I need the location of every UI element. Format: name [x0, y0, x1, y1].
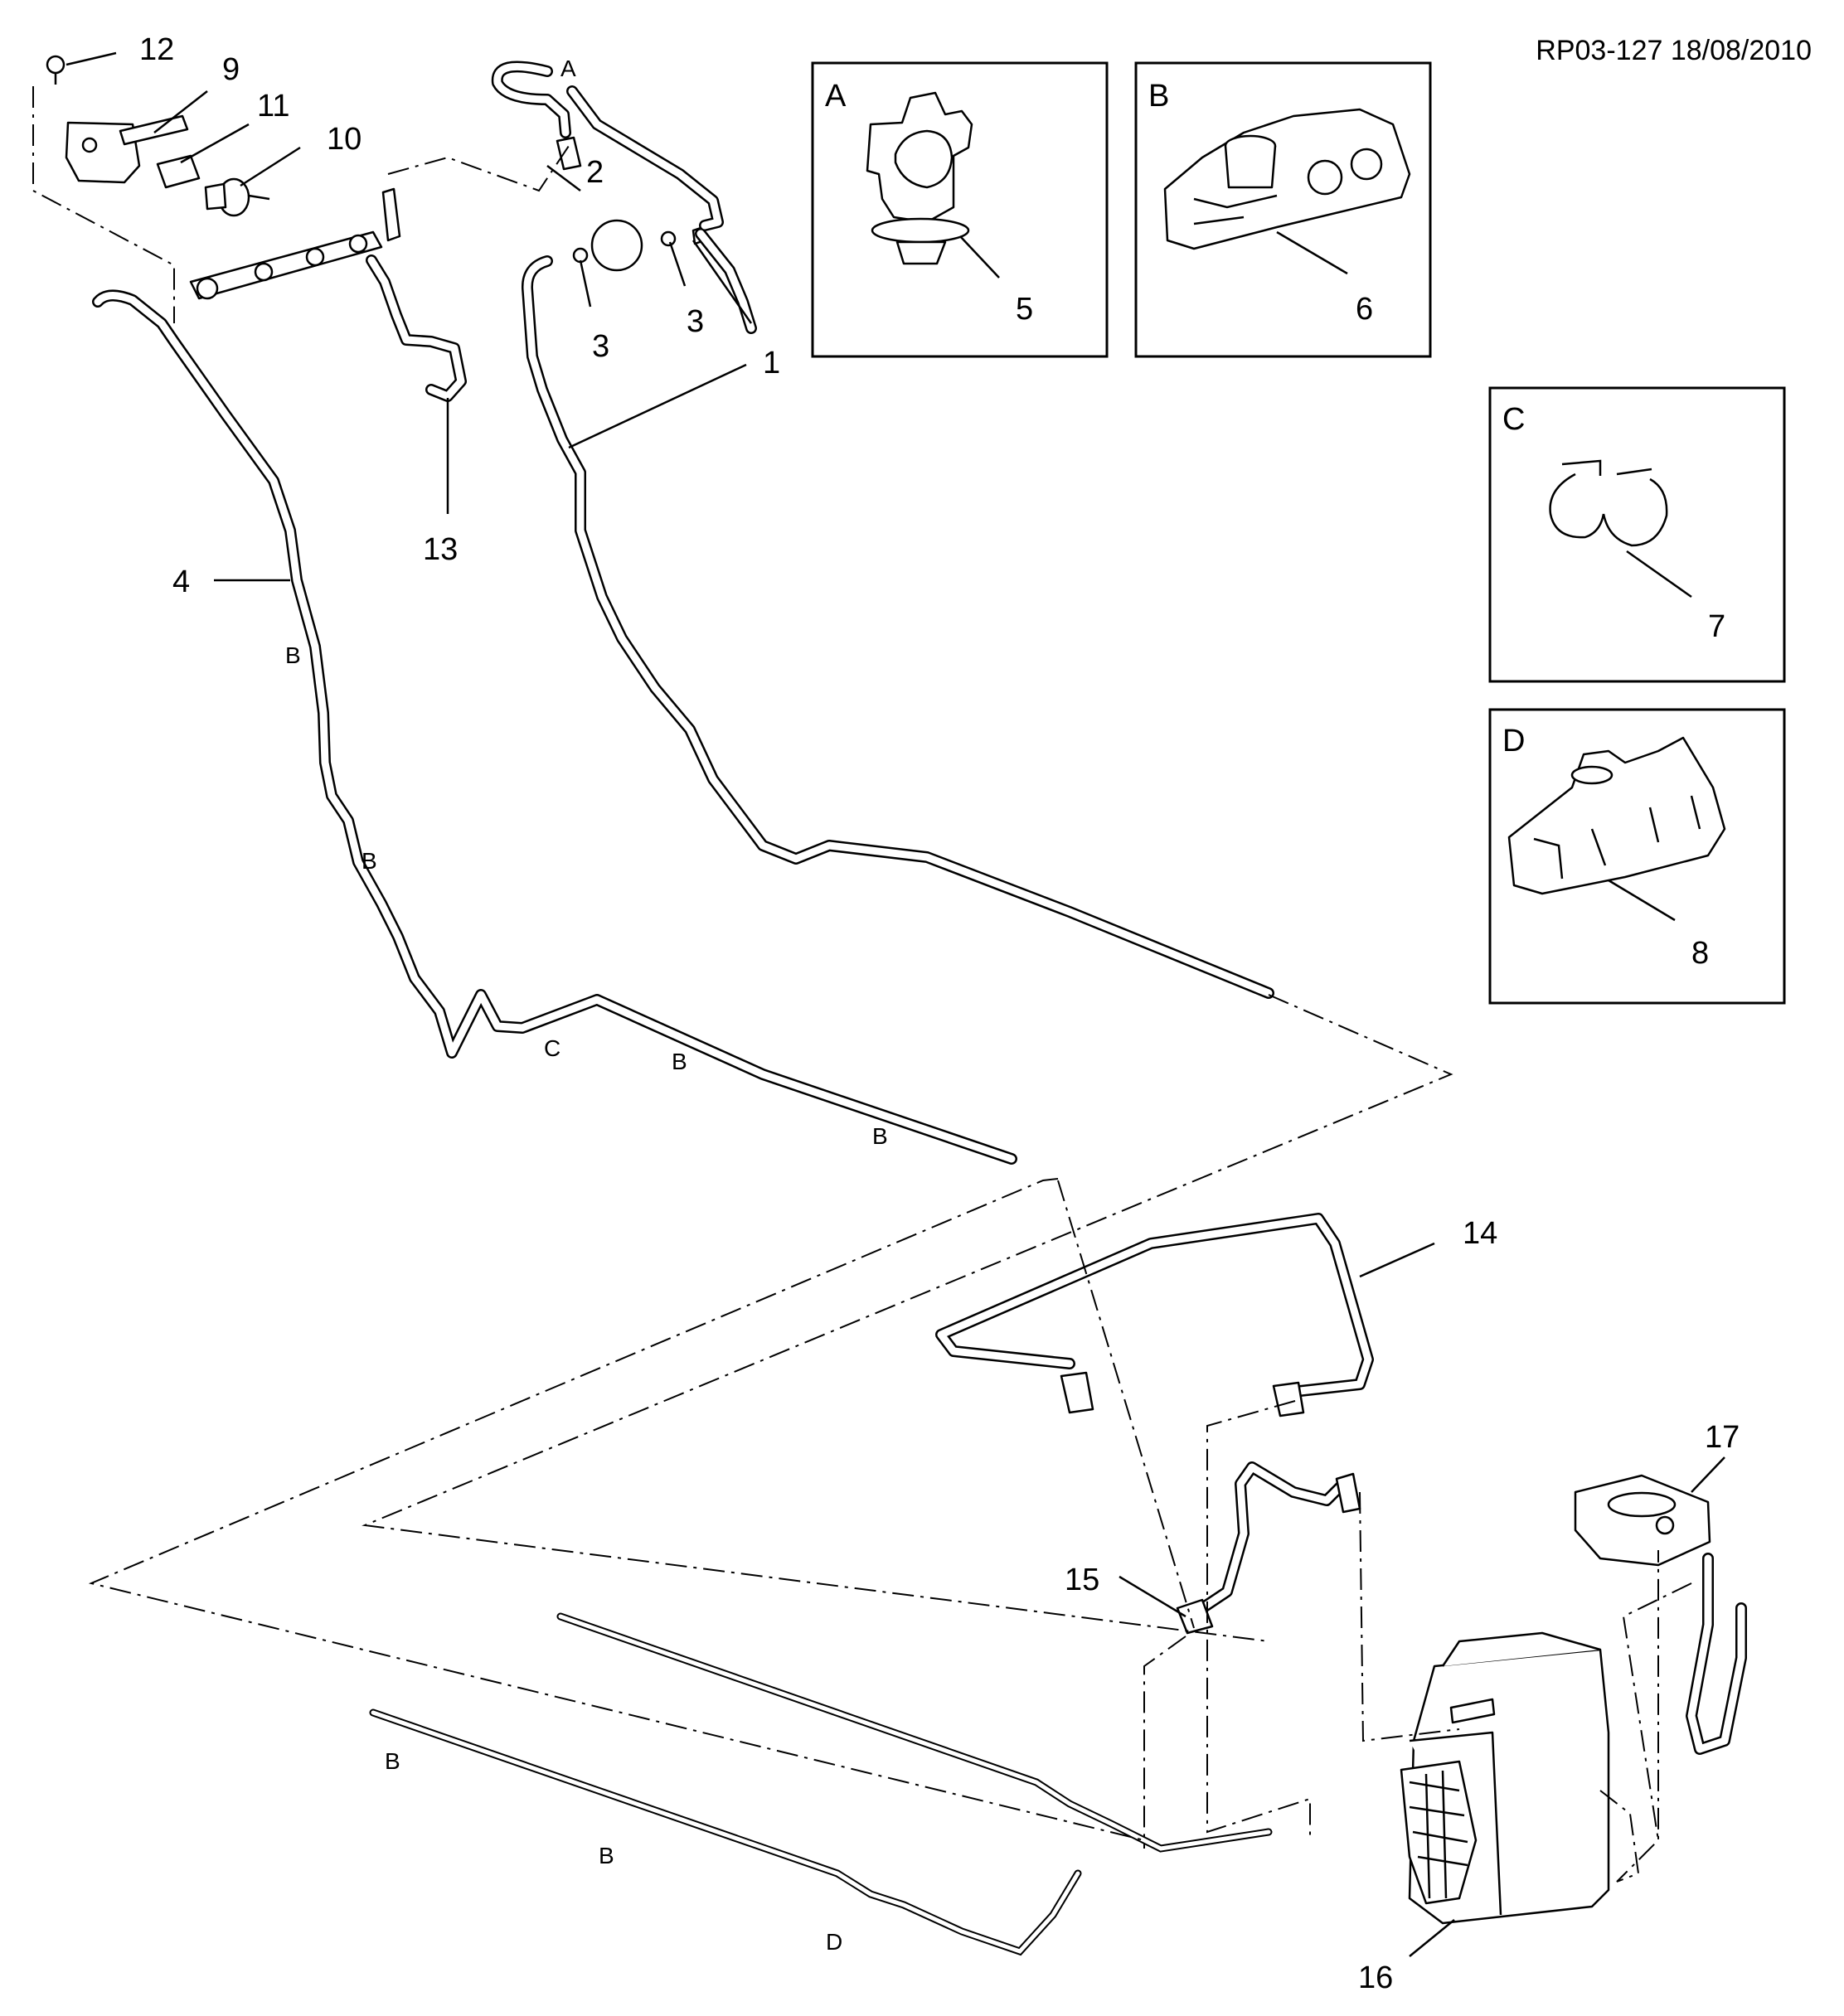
clip-c-illustration [1549, 459, 1668, 547]
callout-11: 11 [257, 89, 289, 124]
lower-pipe-right [556, 1612, 1273, 1853]
callout-3b: 3 [687, 304, 704, 339]
detail-box-c-letter: C [1502, 402, 1525, 437]
detail-box-a-letter: A [825, 79, 847, 114]
callout-5: 5 [1016, 292, 1033, 327]
clamp-2 [556, 136, 582, 171]
reference-code: RP03-127 18/08/2010 [1536, 35, 1812, 66]
callout-17: 17 [1705, 1420, 1740, 1455]
grommet-11 [156, 154, 201, 189]
callout-2: 2 [586, 155, 604, 190]
purge-valve-17 [1574, 1474, 1711, 1567]
filter-cap [572, 219, 706, 272]
clip-d-illustration [1507, 736, 1726, 895]
clip-letter-b1: B [285, 642, 301, 668]
clip-b-illustration [1163, 108, 1411, 250]
clip-letter-a: A [560, 56, 576, 81]
pipe-2-loop [491, 61, 571, 138]
callout-13: 13 [423, 532, 458, 567]
hose-15 [1176, 1461, 1361, 1635]
fuel-rail-assembly [189, 187, 401, 300]
pipe-1 [522, 85, 1274, 999]
clip-letter-c1: C [544, 1035, 560, 1061]
clip-a-illustration [866, 91, 973, 265]
bracket-9 [65, 114, 189, 184]
clip-letter-d1: D [826, 1929, 842, 1955]
clip-letter-b4: B [872, 1123, 888, 1149]
lower-pipe-left [369, 1708, 1082, 1956]
detail-box-a: A 5 [811, 61, 1109, 358]
callout-9: 9 [222, 52, 240, 87]
clip-letter-b2: B [362, 848, 377, 874]
callout-15: 15 [1065, 1563, 1099, 1597]
continuation-lines [32, 86, 1692, 1883]
bolt-12 [46, 55, 66, 85]
charcoal-canister-16 [1400, 1631, 1610, 1925]
clip-letter-b6: B [599, 1843, 614, 1868]
callout-3a: 3 [592, 329, 609, 364]
detail-box-c: C 7 [1488, 386, 1786, 683]
callout-7: 7 [1708, 609, 1725, 644]
clip-letter-b3: B [672, 1049, 687, 1074]
callout-8: 8 [1691, 936, 1709, 971]
valve-10 [204, 177, 270, 217]
leader-lines [66, 51, 1725, 1957]
callout-1: 1 [763, 346, 780, 380]
callout-4: 4 [172, 565, 190, 599]
hose-13 [366, 254, 467, 402]
pipe-14 [935, 1213, 1374, 1418]
detail-box-d: D 8 [1488, 708, 1786, 1005]
callout-14: 14 [1463, 1216, 1497, 1251]
detail-box-b: B 6 [1134, 61, 1432, 358]
callout-6: 6 [1356, 292, 1373, 327]
callout-12: 12 [139, 32, 174, 67]
hose-17 [1686, 1553, 1747, 1755]
callout-10: 10 [327, 122, 362, 157]
clip-letter-b5: B [385, 1748, 400, 1774]
detail-box-b-letter: B [1148, 79, 1169, 114]
pipe-4 [92, 289, 1017, 1165]
detail-box-d-letter: D [1502, 724, 1525, 758]
callout-16: 16 [1358, 1960, 1393, 1995]
